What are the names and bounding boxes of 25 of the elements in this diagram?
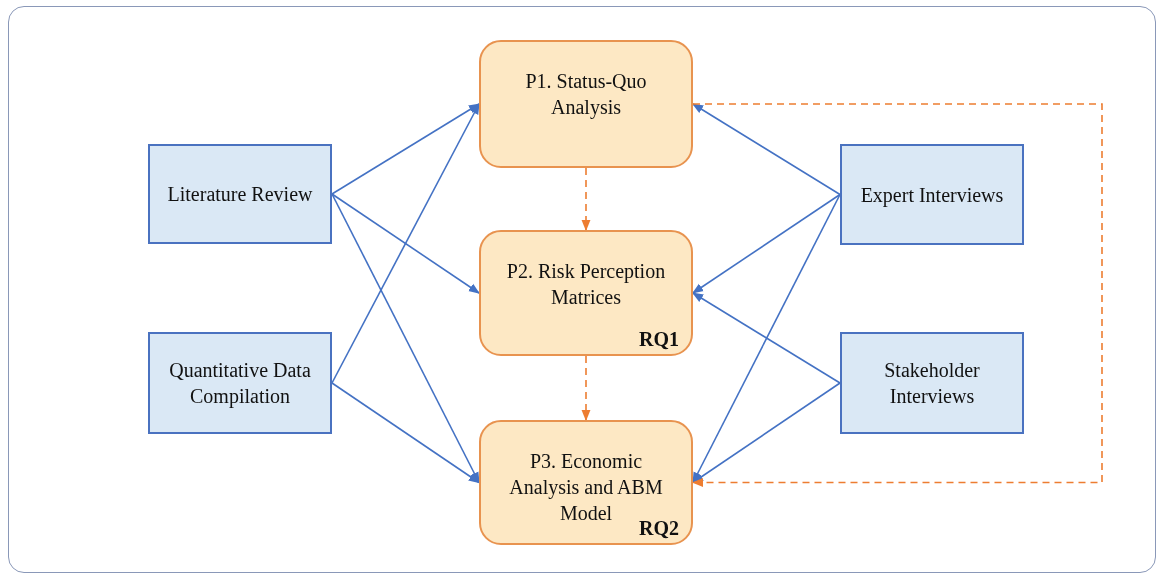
node-label: P1. Status-Quo Analysis	[524, 69, 648, 120]
phase-box	[479, 230, 693, 356]
phase-box	[479, 420, 693, 545]
arrow	[331, 382, 480, 484]
phase-box	[479, 40, 693, 168]
arrow	[331, 103, 480, 384]
arrow	[692, 103, 841, 196]
dashed-arrow	[691, 103, 1103, 487]
dashed-arrow	[581, 355, 591, 422]
node-label: Expert Interviews	[859, 182, 1005, 208]
arrow	[692, 382, 841, 484]
arrow	[692, 292, 841, 384]
method-box	[148, 144, 332, 244]
node-label: P2. Risk Perception Matrices	[505, 259, 667, 310]
node-label: Quantitative Data Compilation	[168, 358, 312, 409]
method-box	[840, 332, 1024, 434]
arrow	[692, 193, 841, 294]
node-label: Literature Review	[166, 182, 314, 207]
dashed-arrow	[581, 167, 591, 232]
method-box	[148, 332, 332, 434]
method-box	[840, 144, 1024, 245]
node-label: Stakeholder Interviews	[883, 358, 981, 409]
arrow	[331, 103, 480, 195]
arrow	[331, 193, 480, 294]
research-question-label: RQ1	[639, 327, 679, 352]
